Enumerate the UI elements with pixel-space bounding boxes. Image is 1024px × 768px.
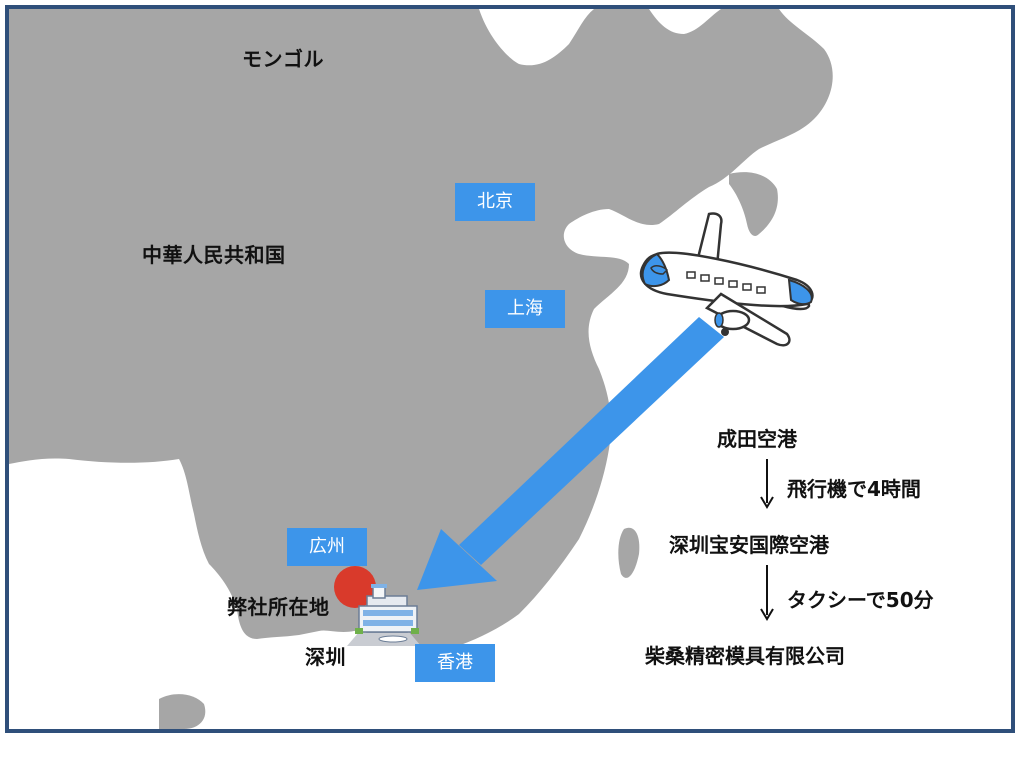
city-box-beijing: 北京 [455, 183, 535, 221]
route-down-arrow-2 [760, 565, 774, 621]
korea-landmass [729, 172, 778, 236]
route-down-arrow-1 [760, 459, 774, 509]
route-origin: 成田空港 [717, 427, 797, 451]
route-destination: 柴桑精密模具有限公司 [645, 644, 845, 668]
route-leg2: タクシーで50分 [787, 588, 934, 612]
city-box-guangzhou: 広州 [287, 528, 367, 566]
airport-building-icon [347, 584, 421, 646]
route-leg1: 飛行機で4時間 [787, 477, 921, 501]
city-box-hongkong: 香港 [415, 644, 495, 682]
hainan-island [159, 694, 206, 729]
airplane-icon [639, 212, 814, 347]
taiwan-island [618, 527, 640, 578]
map-canvas [9, 9, 833, 729]
label-shenzhen: 深圳 [305, 645, 346, 669]
label-company-location: 弊社所在地 [227, 595, 330, 619]
landmass [9, 9, 833, 651]
label-china: 中華人民共和国 [142, 243, 286, 267]
flight-route-arrow [417, 317, 724, 590]
location-marker-icon [334, 566, 376, 608]
city-box-shanghai: 上海 [485, 290, 565, 328]
route-stop: 深圳宝安国際空港 [669, 533, 829, 557]
map-frame: モンゴル 中華人民共和国 弊社所在地 深圳 北京 上海 広州 香港 成田空港 飛… [5, 5, 1015, 733]
label-mongolia: モンゴル [242, 47, 324, 71]
